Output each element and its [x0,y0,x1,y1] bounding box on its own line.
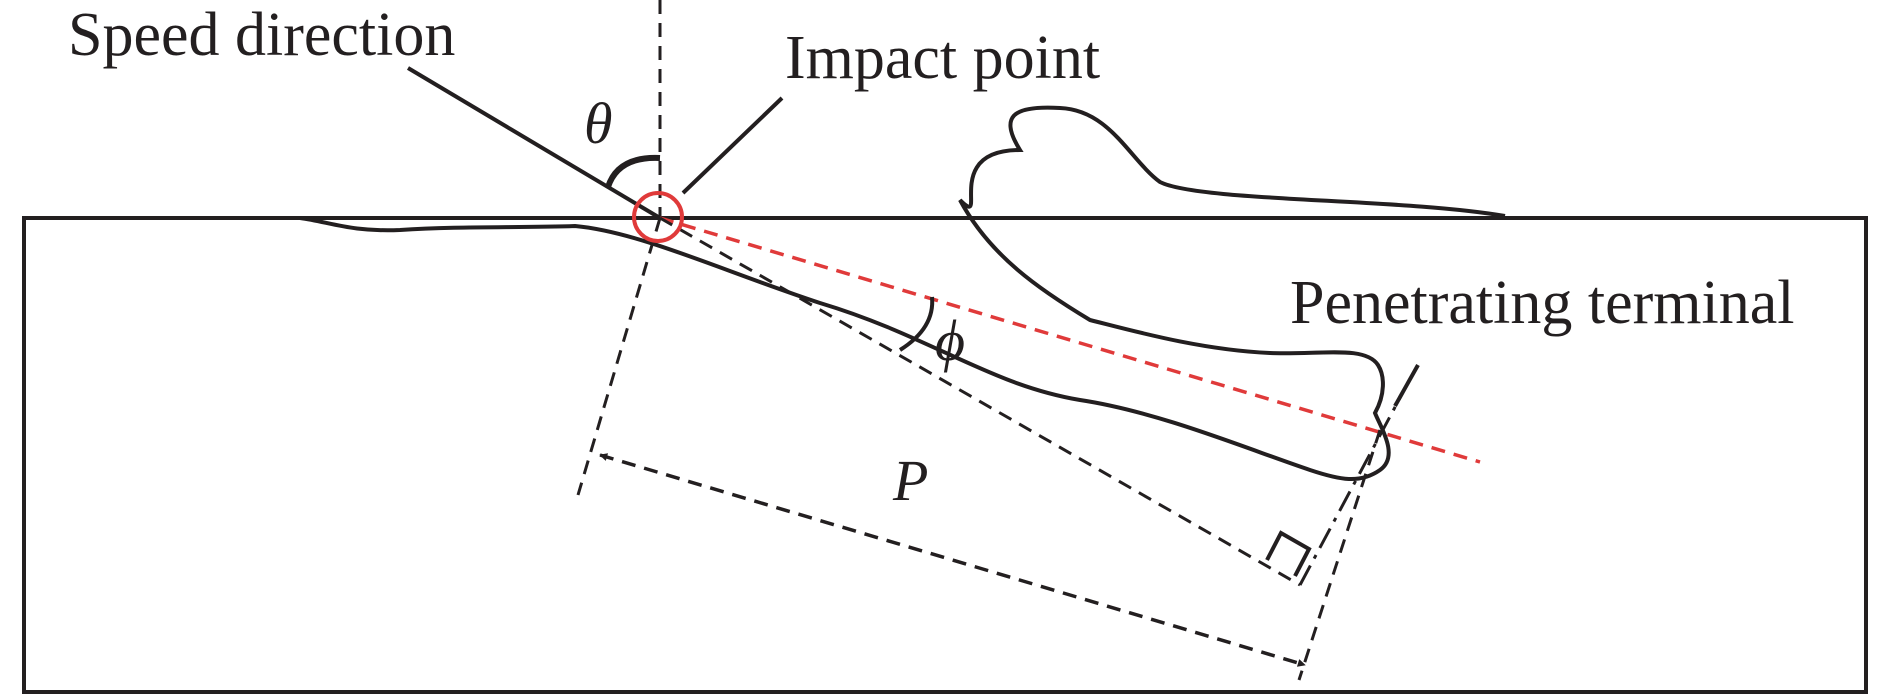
theta-symbol: θ [584,91,613,156]
penetration-channel [299,105,1506,482]
impact-point-leader [681,96,784,195]
phi-angle-arc [898,296,935,352]
right-angle-mark [1265,530,1312,577]
perpendicular-line-right [1297,429,1382,681]
perpendicular-line-left [576,217,662,496]
terminal-tick [1393,364,1420,407]
speed-extension-line [659,216,1301,587]
phi-symbol: ϕ [935,308,965,373]
impact-point-label: Impact point [785,24,1100,92]
impact-point-marker [632,191,684,243]
penetration-path-line [659,216,1481,464]
penetrating-terminal-label: Penetrating terminal [1290,269,1794,337]
penetration-depth-dimension [599,453,1306,667]
theta-angle-arc [605,154,661,189]
speed-direction-line [406,66,662,220]
speed-direction-label: Speed direction [68,1,455,69]
penetration-depth-symbol: P [892,448,928,513]
